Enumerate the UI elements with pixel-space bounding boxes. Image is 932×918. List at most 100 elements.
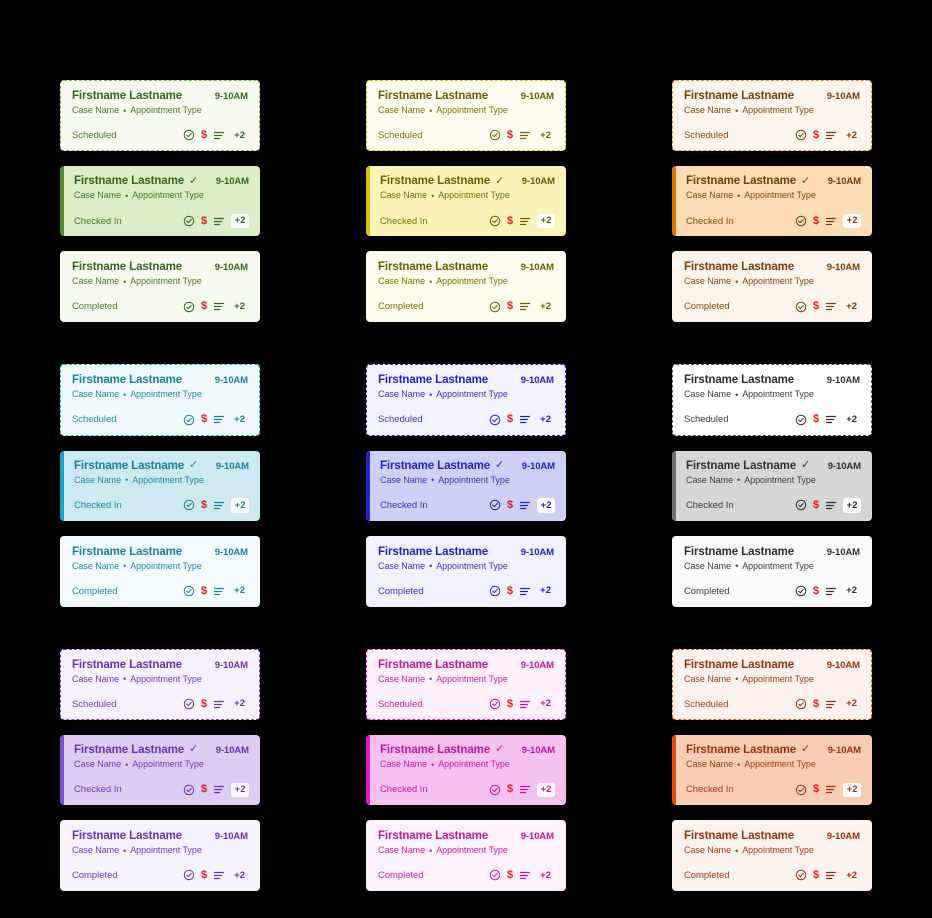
check-circle-icon[interactable] [489,869,501,881]
notes-icon[interactable] [825,301,837,312]
check-circle-icon[interactable] [183,784,195,796]
dollar-icon[interactable]: $ [507,783,514,796]
check-circle-icon[interactable] [489,414,501,426]
notes-icon[interactable] [825,784,837,795]
dollar-icon[interactable]: $ [507,498,514,511]
overflow-badge[interactable]: +2 [843,213,861,229]
notes-icon[interactable] [825,500,837,511]
notes-icon[interactable] [213,500,225,511]
overflow-badge[interactable]: +2 [846,300,857,312]
check-circle-icon[interactable] [795,698,807,710]
check-circle-icon[interactable] [489,301,501,313]
check-circle-icon[interactable] [183,301,195,313]
overflow-badge[interactable]: +2 [846,129,857,141]
dollar-icon[interactable]: $ [507,697,514,710]
dollar-icon[interactable]: $ [813,413,820,426]
notes-icon[interactable] [519,699,531,710]
check-circle-icon[interactable] [795,414,807,426]
check-circle-icon[interactable] [795,585,807,597]
notes-icon[interactable] [519,870,531,881]
check-circle-icon[interactable] [489,585,501,597]
check-circle-icon[interactable] [183,129,195,141]
overflow-badge[interactable]: +2 [231,498,249,513]
notes-icon[interactable] [825,870,837,881]
overflow-badge[interactable]: +2 [234,698,245,710]
notes-icon[interactable] [825,586,837,597]
dollar-icon[interactable]: $ [507,868,514,881]
overflow-badge[interactable]: +2 [537,782,555,797]
notes-icon[interactable] [213,586,225,597]
overflow-badge[interactable]: +2 [540,300,551,312]
overflow-badge[interactable]: +2 [234,585,245,597]
dollar-icon[interactable]: $ [201,300,208,313]
dollar-icon[interactable]: $ [201,584,208,597]
check-circle-icon[interactable] [183,414,195,426]
overflow-badge[interactable]: +2 [234,869,245,881]
dollar-icon[interactable]: $ [507,413,514,426]
dollar-icon[interactable]: $ [813,584,820,597]
overflow-badge[interactable]: +2 [537,213,555,229]
dollar-icon[interactable]: $ [507,300,514,313]
dollar-icon[interactable]: $ [507,128,514,141]
overflow-badge[interactable]: +2 [540,698,551,710]
overflow-badge[interactable]: +2 [846,585,857,597]
check-circle-icon[interactable] [489,499,501,511]
overflow-badge[interactable]: +2 [540,869,551,881]
notes-icon[interactable] [213,130,225,141]
notes-icon[interactable] [519,216,531,227]
check-circle-icon[interactable] [489,215,501,227]
overflow-badge[interactable]: +2 [843,782,861,797]
notes-icon[interactable] [519,784,531,795]
check-circle-icon[interactable] [183,499,195,511]
check-circle-icon[interactable] [183,585,195,597]
check-circle-icon[interactable] [795,784,807,796]
notes-icon[interactable] [213,870,225,881]
dollar-icon[interactable]: $ [201,413,208,426]
check-circle-icon[interactable] [489,698,501,710]
dollar-icon[interactable]: $ [813,128,820,141]
notes-icon[interactable] [519,301,531,312]
notes-icon[interactable] [825,130,837,141]
dollar-icon[interactable]: $ [507,214,514,227]
overflow-badge[interactable]: +2 [537,498,555,513]
dollar-icon[interactable]: $ [813,697,820,710]
check-circle-icon[interactable] [795,215,807,227]
notes-icon[interactable] [825,414,837,425]
dollar-icon[interactable]: $ [201,128,208,141]
check-circle-icon[interactable] [489,129,501,141]
check-circle-icon[interactable] [795,499,807,511]
check-circle-icon[interactable] [795,129,807,141]
overflow-badge[interactable]: +2 [234,414,245,425]
check-circle-icon[interactable] [183,215,195,227]
dollar-icon[interactable]: $ [201,783,208,796]
check-circle-icon[interactable] [489,784,501,796]
dollar-icon[interactable]: $ [813,300,820,313]
notes-icon[interactable] [519,130,531,141]
dollar-icon[interactable]: $ [813,868,820,881]
overflow-badge[interactable]: +2 [846,414,857,425]
dollar-icon[interactable]: $ [507,584,514,597]
dollar-icon[interactable]: $ [201,214,208,227]
overflow-badge[interactable]: +2 [231,213,249,229]
